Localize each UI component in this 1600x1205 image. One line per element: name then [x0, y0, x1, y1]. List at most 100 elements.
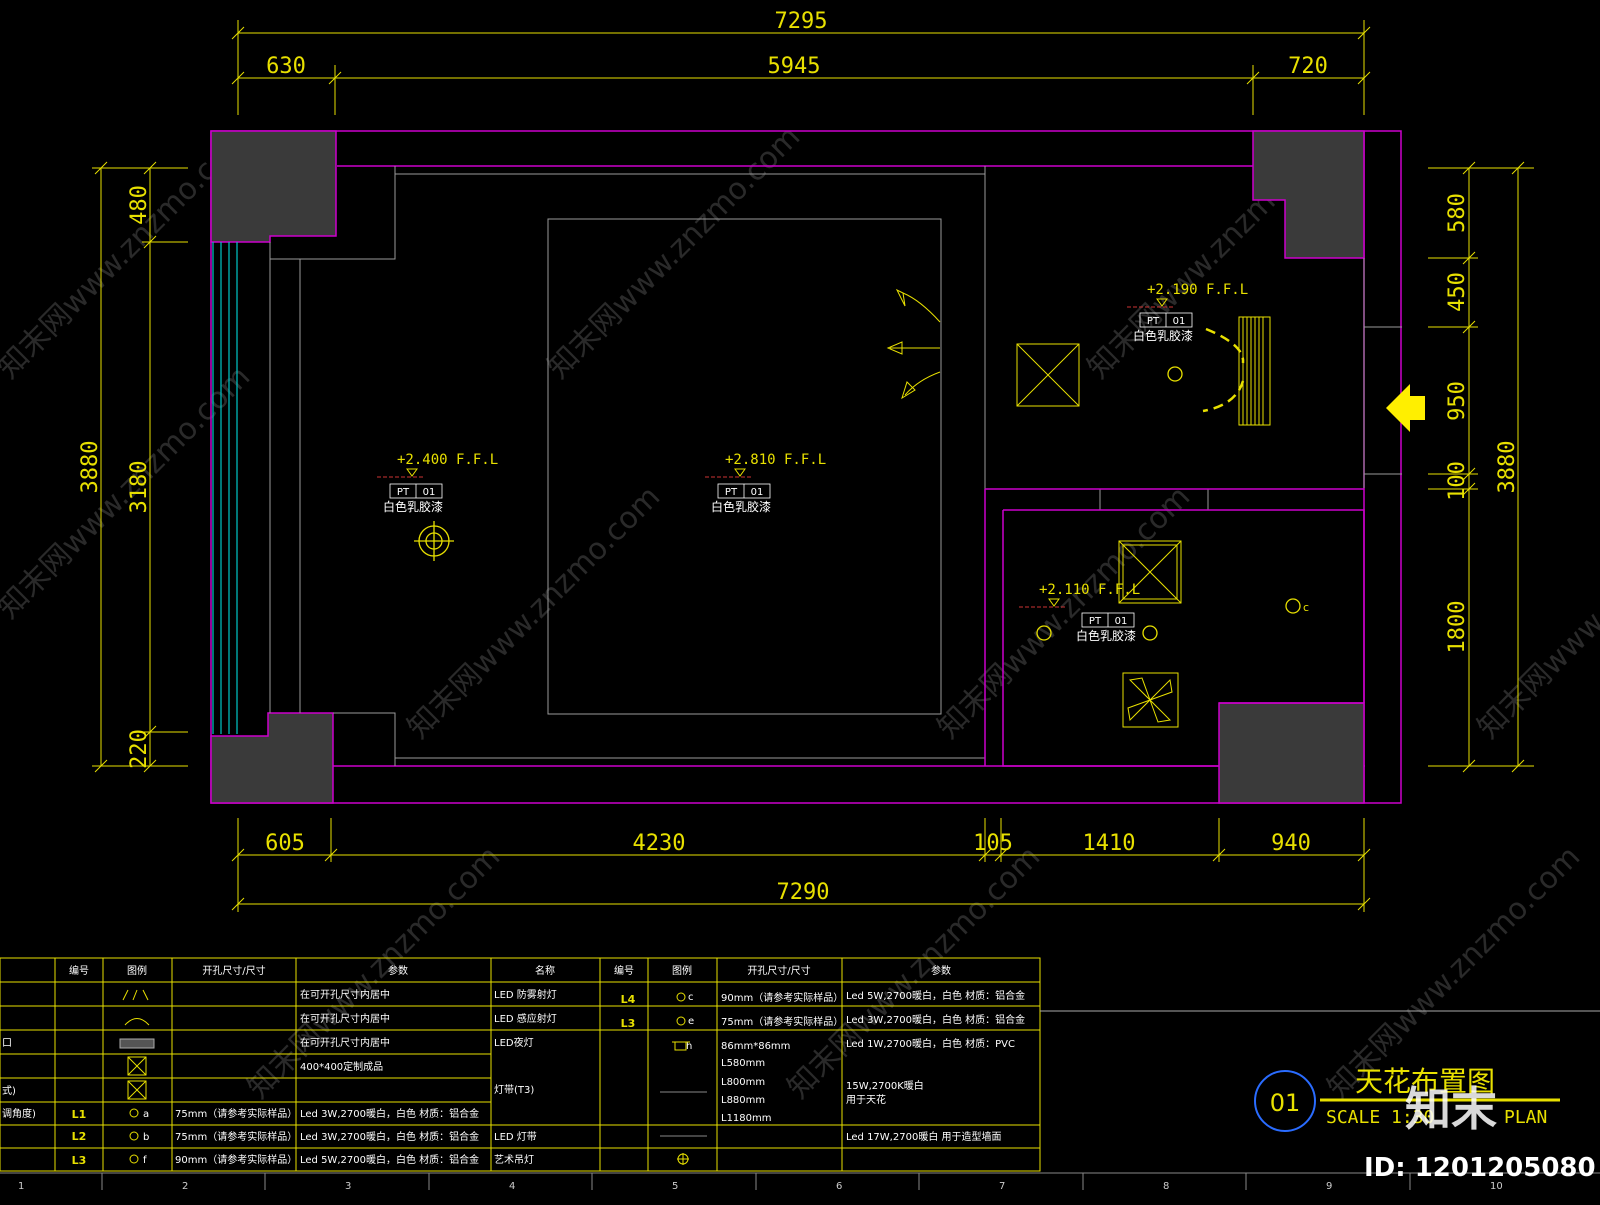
sliding-vent	[1238, 316, 1271, 426]
legend-header: 编号	[614, 964, 634, 977]
watermark-text: 知末网www.znzmo.com	[541, 119, 807, 385]
svg-text:L1180mm: L1180mm	[721, 1113, 772, 1124]
svg-text:75mm（请参考实际样品）: 75mm（请参考实际样品）	[175, 1107, 297, 1120]
legend-table	[0, 957, 1041, 1172]
svg-text:b: b	[143, 1132, 149, 1143]
drawing-title: 天花布置图	[1355, 1065, 1495, 1098]
svg-text:01: 01	[423, 487, 436, 498]
site-logo: 知末	[1405, 1082, 1497, 1136]
structural-columns	[210, 130, 1365, 804]
watermark-text: 知末网www.znzmo.com	[931, 479, 1197, 745]
legend-header: 参数	[388, 964, 408, 977]
ceiling-tag-1: +2.400 F.F.L PT 01 白色乳胶漆	[377, 452, 498, 514]
svg-text:01: 01	[1115, 616, 1128, 627]
pendant-light-icon	[414, 521, 454, 561]
legend-header: 开孔尺寸/尺寸	[202, 964, 265, 977]
svg-text:h: h	[686, 1041, 692, 1052]
svg-text:Led 3W,2700暖白，白色 材质：铝合金: Led 3W,2700暖白，白色 材质：铝合金	[300, 1107, 479, 1120]
svg-text:Led 17W,2700暖白 用于造型墙面: Led 17W,2700暖白 用于造型墙面	[846, 1130, 1002, 1143]
svg-text:白色乳胶漆: 白色乳胶漆	[1133, 328, 1193, 343]
svg-text:L4: L4	[621, 993, 636, 1006]
ceiling-tag-4: +2.110 F.F.L PT 01 白色乳胶漆	[1019, 582, 1140, 643]
dim-bottom-e: 940	[1271, 831, 1311, 856]
svg-text:L3: L3	[72, 1154, 87, 1167]
svg-text:Led 3W,2700暖白，白色 材质：铝合金: Led 3W,2700暖白，白色 材质：铝合金	[846, 1013, 1025, 1026]
ceiling-tag-3: +2.190 F.F.L PT 01 白色乳胶漆	[1127, 282, 1248, 343]
air-outlet-arrows	[886, 288, 941, 400]
legend-left-symbols	[119, 989, 155, 1164]
dim-top-left: 630	[266, 54, 306, 79]
svg-text:L2: L2	[72, 1130, 87, 1143]
dim-right-d: 100	[1445, 461, 1470, 501]
watermark-text: 知末网www.znzmo.com	[401, 479, 667, 745]
dim-bottom-c: 105	[973, 831, 1013, 856]
svg-text:Led 1W,2700暖白，白色 材质：PVC: Led 1W,2700暖白，白色 材质：PVC	[846, 1037, 1015, 1050]
ruler-tick: 9	[1326, 1181, 1332, 1192]
svg-text:在可开孔尺寸内居中: 在可开孔尺寸内居中	[300, 1012, 390, 1025]
svg-text:L3: L3	[621, 1017, 636, 1030]
ruler-tick: 3	[345, 1181, 351, 1192]
right-dimensions	[1428, 161, 1534, 773]
svg-text:86mm*86mm: 86mm*86mm	[721, 1041, 790, 1052]
svg-text:01: 01	[751, 487, 764, 498]
svg-text:15W,2700K暖白: 15W,2700K暖白	[846, 1079, 924, 1092]
legend-header: 图例	[672, 964, 692, 977]
dim-left-b: 3180	[127, 461, 152, 514]
svg-text:c: c	[688, 992, 694, 1003]
ceiling-tag-2: +2.810 F.F.L PT 01 白色乳胶漆	[705, 452, 826, 514]
left-dimensions	[92, 161, 188, 773]
svg-text:L580mm: L580mm	[721, 1058, 765, 1069]
svg-text:L800mm: L800mm	[721, 1077, 765, 1088]
ruler-tick: 4	[509, 1181, 515, 1192]
entry-arrow-icon	[1386, 384, 1425, 432]
svg-text:90mm（请参考实际样品）: 90mm（请参考实际样品）	[175, 1153, 297, 1166]
drawing-scale: SCALE 1:30	[1326, 1107, 1434, 1128]
svg-text:LED 防雾射灯: LED 防雾射灯	[494, 988, 557, 1001]
svg-text:75mm（请参考实际样品）: 75mm（请参考实际样品）	[721, 1015, 843, 1028]
svg-text:LED 灯带: LED 灯带	[494, 1131, 537, 1143]
ruler-tick: 8	[1163, 1181, 1169, 1192]
dim-right-c: 950	[1445, 381, 1470, 421]
dim-top-right: 720	[1288, 54, 1328, 79]
legend-right-rows: LED 防雾射灯 L4 c 90mm（请参考实际样品） Led 5W,2700暖…	[494, 988, 1025, 1166]
svg-text:艺术吊灯: 艺术吊灯	[494, 1154, 534, 1166]
svg-text:白色乳胶漆: 白色乳胶漆	[1076, 628, 1136, 643]
svg-text:+2.190 F.F.L: +2.190 F.F.L	[1147, 282, 1248, 298]
dim-top-total: 7295	[775, 9, 828, 34]
svg-text:灯带(T3): 灯带(T3)	[494, 1084, 534, 1096]
svg-text:PT: PT	[1089, 616, 1102, 627]
svg-text:PT: PT	[725, 487, 738, 498]
svg-text:LED 感应射灯: LED 感应射灯	[494, 1012, 557, 1025]
svg-text:LED夜灯: LED夜灯	[494, 1036, 534, 1049]
svg-text:PT: PT	[397, 487, 410, 498]
svg-text:Led 5W,2700暖白，白色 材质：铝合金: Led 5W,2700暖白，白色 材质：铝合金	[300, 1153, 479, 1166]
bottom-ruler	[0, 1172, 1600, 1190]
bottom-dimensions	[231, 818, 1371, 912]
svg-text:白色乳胶漆: 白色乳胶漆	[711, 499, 771, 514]
bathroom-walls	[984, 488, 1365, 767]
ruler-tick: 7	[999, 1181, 1005, 1192]
dim-top-mid: 5945	[768, 54, 821, 79]
svg-text:e: e	[688, 1016, 694, 1027]
dim-bottom-d: 1410	[1083, 831, 1136, 856]
svg-text:+2.810 F.F.L: +2.810 F.F.L	[725, 452, 826, 468]
swing-arc	[1202, 327, 1245, 413]
svg-text:调角度): 调角度)	[2, 1107, 36, 1120]
dim-right-e: 1800	[1445, 601, 1470, 654]
access-panel	[1016, 343, 1080, 407]
svg-text:L880mm: L880mm	[721, 1095, 765, 1106]
dim-right-a: 580	[1445, 193, 1470, 233]
legend-header: 编号	[69, 964, 89, 977]
svg-text:在可开孔尺寸内居中: 在可开孔尺寸内居中	[300, 1036, 390, 1049]
ruler-tick: 2	[182, 1181, 188, 1192]
svg-text:白色乳胶漆: 白色乳胶漆	[383, 499, 443, 514]
svg-text:L1: L1	[72, 1108, 87, 1121]
downlight-fixtures	[1036, 366, 1301, 641]
window-glazing	[212, 242, 238, 734]
exhaust-fan	[1118, 540, 1182, 604]
top-dimensions	[231, 20, 1371, 115]
fixture-mark: c	[1303, 601, 1309, 614]
dim-right-b: 450	[1445, 272, 1470, 312]
svg-text:式): 式)	[2, 1084, 16, 1097]
